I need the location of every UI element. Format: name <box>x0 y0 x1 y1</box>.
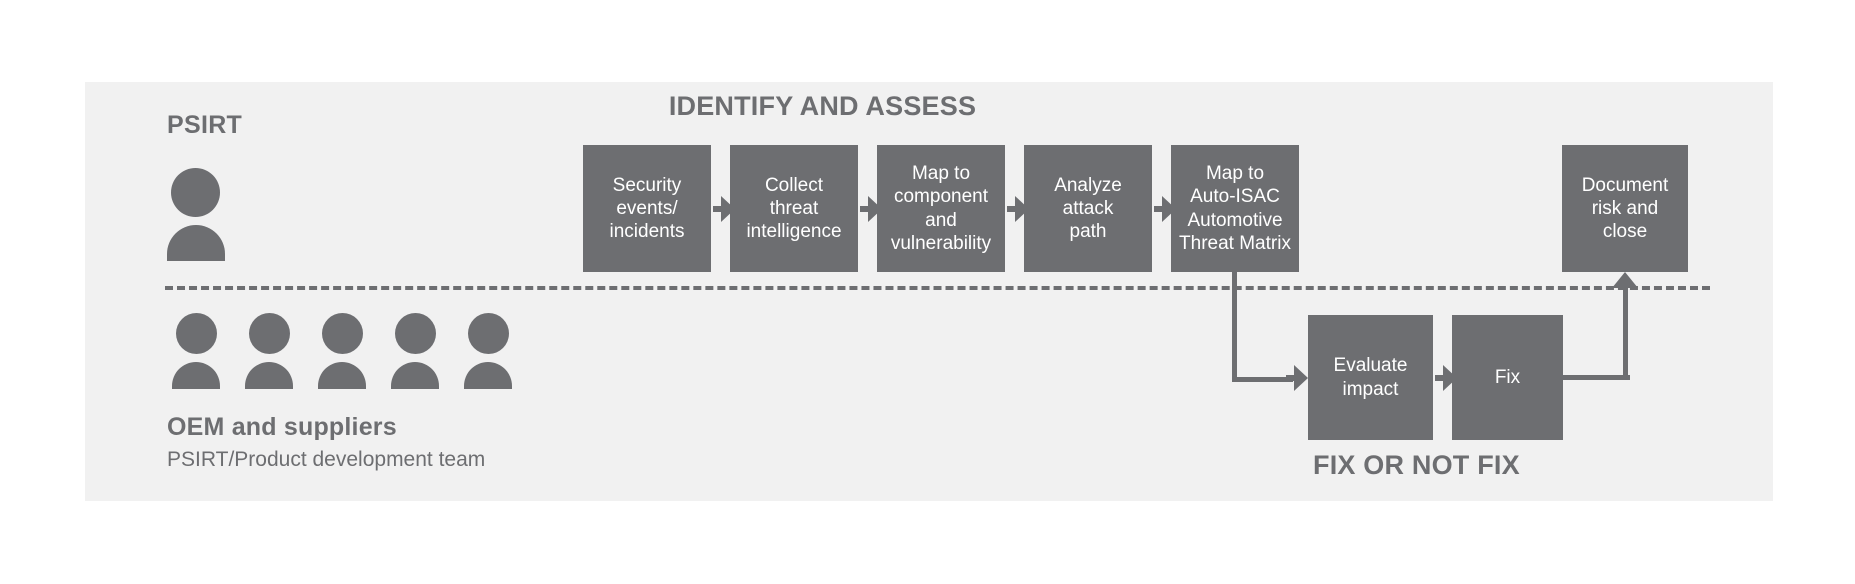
process-box-line: Document <box>1581 174 1669 196</box>
team-person-icon-3 <box>318 313 366 389</box>
process-box-line: impact <box>1342 378 1399 400</box>
process-box-line: events/ <box>616 197 678 219</box>
section-title-fix-or-not-fix: FIX OR NOT FIX <box>1313 450 1520 480</box>
section-title-identify-and-assess: IDENTIFY AND ASSESS <box>668 91 977 121</box>
arrow-stem <box>1435 375 1444 381</box>
process-box-line: intelligence <box>746 221 842 243</box>
process-box-line: close <box>1602 221 1648 243</box>
process-box-line: path <box>1069 221 1107 243</box>
process-box-line: Threat Matrix <box>1179 232 1291 254</box>
process-box-line: Fix <box>1494 366 1521 388</box>
connector-fix-horizontal <box>1563 375 1630 380</box>
process-box-line: vulnerability <box>890 232 992 254</box>
swimlane-divider <box>165 286 1710 290</box>
arrow-right-icon <box>1294 365 1308 391</box>
process-box-evaluate-impact[interactable]: Evaluate impact <box>1308 315 1433 440</box>
person-head-shape <box>322 313 363 354</box>
person-head-shape <box>176 313 217 354</box>
team-person-icon-5 <box>464 313 512 389</box>
arrow-up-icon <box>1612 272 1638 288</box>
process-box-line: incidents <box>609 221 685 243</box>
person-body-shape <box>167 225 225 261</box>
process-box-line: attack <box>1062 197 1114 219</box>
person-head-shape <box>249 313 290 354</box>
process-box-map-to-component[interactable]: Map to component and vulnerability <box>877 145 1005 272</box>
person-body-shape <box>245 362 293 389</box>
oem-and-suppliers-label: OEM and suppliers <box>167 413 397 441</box>
process-box-line: Auto-ISAC <box>1190 186 1280 208</box>
process-box-line: Security <box>612 174 682 196</box>
process-box-fix[interactable]: Fix <box>1452 315 1563 440</box>
psirt-person-icon <box>167 168 225 261</box>
process-box-analyze-attack-path[interactable]: Analyze attack path <box>1024 145 1152 272</box>
process-box-document-risk-and-close[interactable]: Document risk and close <box>1562 145 1688 272</box>
process-box-map-to-auto-isac[interactable]: Map to Auto-ISAC Automotive Threat Matri… <box>1171 145 1299 272</box>
process-box-line: Evaluate <box>1333 355 1408 377</box>
arrow-stem <box>1007 206 1016 212</box>
arrow-stem <box>1286 375 1295 381</box>
process-box-collect-threat-intelligence[interactable]: Collect threat intelligence <box>730 145 858 272</box>
arrow-stem <box>860 206 869 212</box>
arrow-stem <box>1154 206 1163 212</box>
person-head-shape <box>171 168 220 217</box>
person-body-shape <box>172 362 220 389</box>
process-box-line: threat <box>769 197 819 219</box>
oem-sublabel: PSIRT/Product development team <box>167 448 486 471</box>
psirt-label: PSIRT <box>167 111 243 139</box>
process-box-line: component <box>893 186 988 208</box>
oem-team-person-group <box>172 313 592 389</box>
arrow-stem <box>713 206 722 212</box>
process-box-line: and <box>925 209 957 231</box>
person-head-shape <box>468 313 509 354</box>
connector-auto-isac-vertical <box>1232 272 1237 382</box>
process-box-line: Analyze <box>1054 174 1122 196</box>
connector-auto-isac-horizontal <box>1232 377 1293 382</box>
team-person-icon-1 <box>172 313 220 389</box>
flow-arrow-into-evaluate-impact <box>1286 365 1308 391</box>
person-body-shape <box>318 362 366 389</box>
process-box-line: risk and <box>1591 197 1659 219</box>
connector-fix-vertical <box>1623 288 1628 380</box>
person-body-shape <box>464 362 512 389</box>
person-head-shape <box>395 313 436 354</box>
team-person-icon-4 <box>391 313 439 389</box>
process-box-line: Collect <box>764 174 824 196</box>
process-box-line: Map to <box>911 163 971 185</box>
process-box-line: Map to <box>1205 163 1265 185</box>
person-body-shape <box>391 362 439 389</box>
team-person-icon-2 <box>245 313 293 389</box>
process-box-line: Automotive <box>1187 209 1283 231</box>
process-box-security-events[interactable]: Security events/ incidents <box>583 145 711 272</box>
